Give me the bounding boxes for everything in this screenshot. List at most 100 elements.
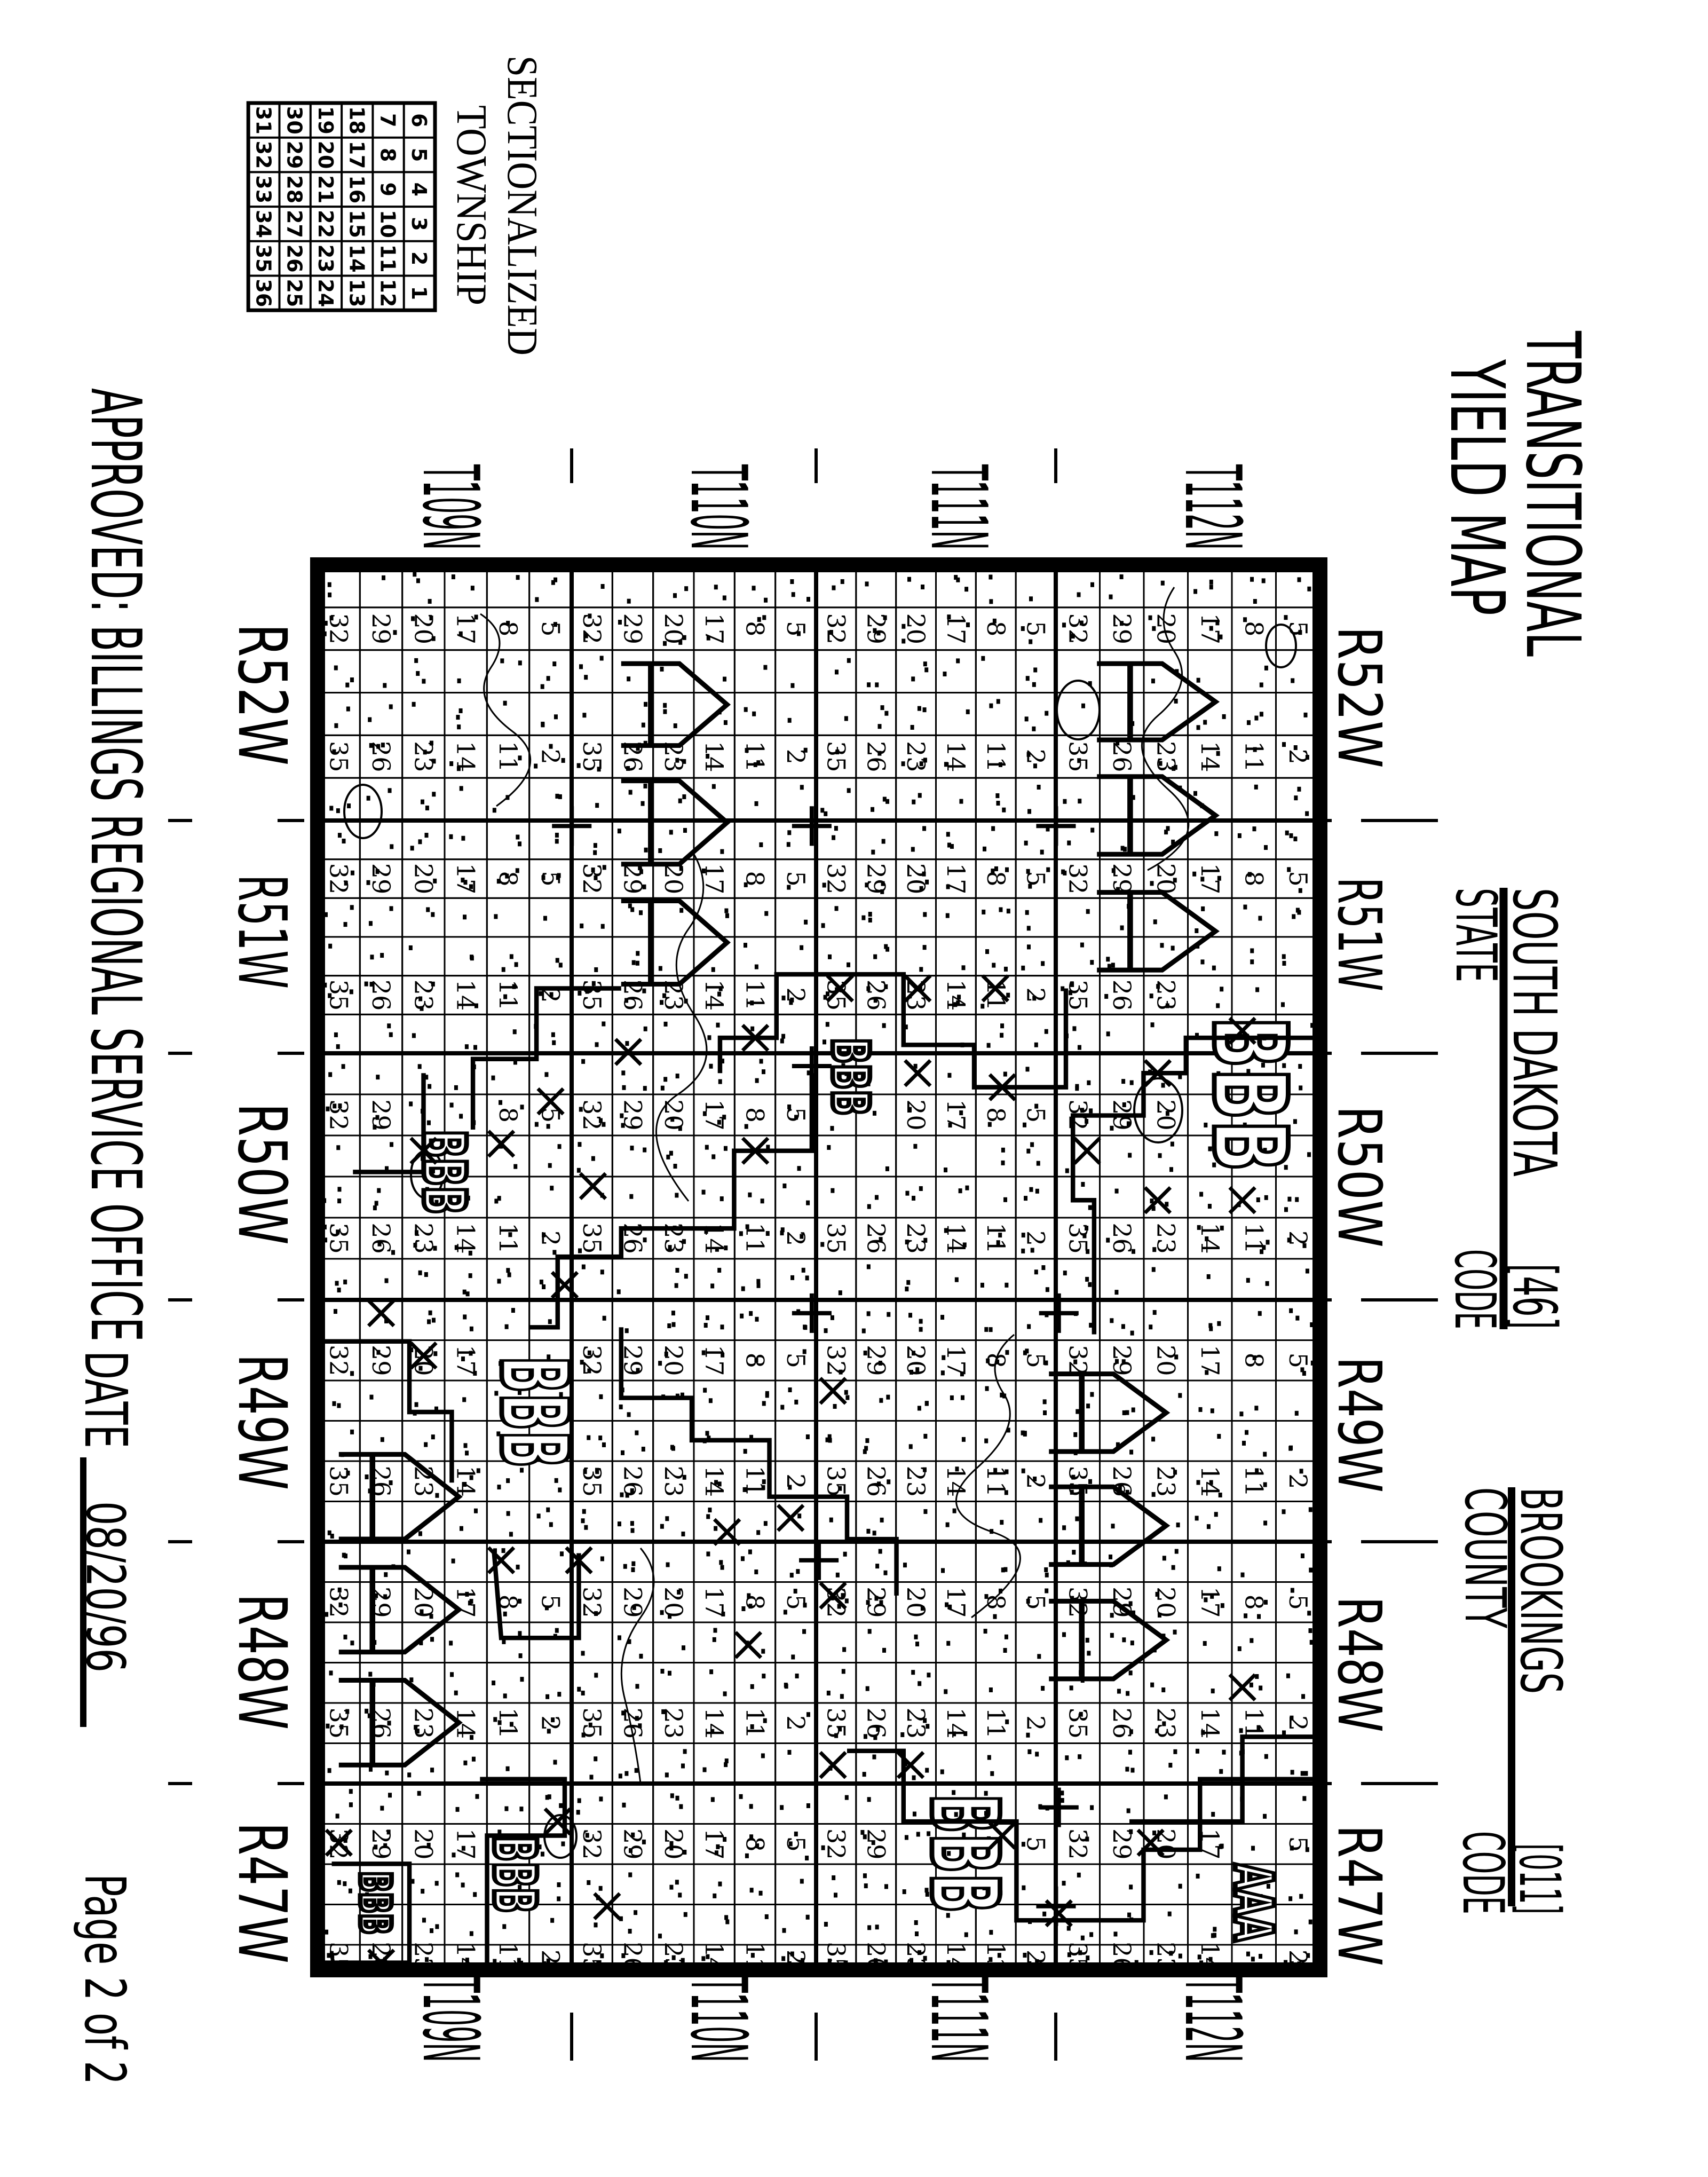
farmstead-dot	[845, 1395, 850, 1400]
farmstead-dot	[1170, 1141, 1174, 1147]
section-number: 14	[942, 1707, 970, 1739]
farmstead-dot	[557, 873, 561, 878]
farmstead-dot	[824, 1328, 828, 1334]
farmstead-dot	[1062, 1632, 1066, 1637]
farmstead-dot	[1256, 1725, 1261, 1730]
farmstead-dot	[919, 1186, 923, 1191]
farmstead-dot	[1107, 964, 1111, 969]
farmstead-dot	[875, 1564, 880, 1569]
farmstead-dot	[1196, 725, 1200, 730]
farmstead-dot	[740, 1313, 744, 1319]
farmstead-dot	[1305, 755, 1309, 760]
x-marker	[988, 1821, 1017, 1850]
farmstead-dot	[494, 1198, 499, 1204]
farmstead-dot	[1085, 1119, 1089, 1124]
farmstead-dot	[1152, 1310, 1157, 1315]
farmstead-dot	[1021, 1248, 1025, 1253]
farmstead-dot	[376, 744, 381, 749]
plus-marker	[1036, 806, 1076, 846]
farmstead-dot	[1090, 827, 1095, 833]
farmstead-dot	[789, 1000, 793, 1005]
farmstead-dot	[750, 1953, 755, 1958]
farmstead-dot	[634, 1768, 638, 1773]
farmstead-dot	[840, 1694, 844, 1699]
farmstead-dot	[907, 577, 912, 582]
farmstead-dot	[832, 585, 836, 590]
section-cell	[895, 777, 937, 822]
section-cell	[935, 897, 977, 938]
farmstead-dot	[587, 1350, 591, 1355]
section-number: 35	[821, 1465, 850, 1497]
section-cell	[1187, 1299, 1233, 1341]
section-number: 2	[1284, 1715, 1312, 1731]
farmstead-dot	[589, 1774, 594, 1780]
farmstead-dot	[1217, 1321, 1221, 1326]
zone-boundary	[492, 1553, 581, 1640]
plus-marker	[1036, 1886, 1076, 1926]
section-cell	[975, 1541, 1017, 1583]
farmstead-dot	[1284, 1207, 1288, 1212]
farmstead-dot	[866, 1081, 871, 1086]
farmstead-dot	[987, 1755, 991, 1760]
section-cell	[571, 1904, 613, 1946]
farmstead-dot	[469, 1351, 473, 1356]
farmstead-dot	[783, 1610, 787, 1615]
farmstead-dot	[1259, 1894, 1263, 1899]
section-cell	[855, 819, 897, 861]
farmstead-dot	[1032, 726, 1036, 731]
section-cell	[1015, 1379, 1057, 1422]
farmstead-dot	[1222, 714, 1226, 719]
farmstead-dot	[1240, 1572, 1245, 1577]
farmstead-dot	[627, 676, 631, 682]
farmstead-dot	[1156, 984, 1160, 989]
zone-boundary	[480, 1777, 567, 1970]
farmstead-dot	[1293, 745, 1298, 750]
section-cell	[652, 1621, 695, 1663]
farmstead-dot	[942, 1355, 946, 1360]
farmstead-dot	[993, 1614, 997, 1619]
farmstead-dot	[544, 1072, 549, 1077]
section-cell	[733, 1501, 777, 1543]
farmstead-dot	[452, 1852, 456, 1858]
farmstead-dot	[847, 658, 851, 663]
section-number: 32	[578, 1099, 606, 1131]
farmstead-dot	[561, 1841, 565, 1847]
farmstead-dot	[1196, 677, 1200, 683]
farmstead-dot	[558, 963, 563, 968]
section-number: 17	[942, 863, 970, 895]
farmstead-dot	[660, 1669, 665, 1674]
farmstead-dot	[517, 1390, 521, 1395]
lake-outline	[343, 784, 383, 839]
section-number: 32	[821, 1345, 850, 1376]
farmstead-dot	[880, 889, 884, 894]
farmstead-dot	[1129, 1829, 1133, 1834]
section-number: 5	[1284, 1595, 1312, 1610]
farmstead-dot	[595, 1469, 599, 1474]
farmstead-dot	[847, 962, 851, 967]
legend-section-number: 29	[283, 141, 306, 169]
farmstead-dot	[491, 1075, 495, 1080]
farmstead-dot	[630, 1146, 634, 1151]
farmstead-dot	[947, 1851, 951, 1856]
farmstead-dot	[722, 1115, 726, 1120]
farmstead-dot	[878, 1360, 882, 1366]
farmstead-dot	[762, 1401, 766, 1406]
farmstead-dot	[328, 993, 332, 998]
farmstead-dot	[1173, 878, 1177, 883]
farmstead-dot	[1211, 1812, 1215, 1817]
township-label-right: T109N	[405, 1977, 495, 2062]
farmstead-dot	[1021, 626, 1025, 631]
farmstead-dot	[1258, 1311, 1262, 1316]
farmstead-dot	[617, 1521, 621, 1527]
range-label-top: R51W	[1324, 877, 1394, 991]
farmstead-dot	[543, 916, 547, 921]
farmstead-dot	[1125, 1489, 1129, 1495]
farmstead-dot	[999, 1890, 1003, 1896]
farmstead-dot	[451, 574, 455, 580]
section-cell	[444, 819, 488, 861]
x-marker	[741, 1023, 770, 1052]
farmstead-dot	[582, 713, 587, 718]
section-number: 11	[494, 980, 523, 1011]
farmstead-dot	[1129, 1884, 1133, 1890]
section-number: 17	[700, 1099, 729, 1131]
